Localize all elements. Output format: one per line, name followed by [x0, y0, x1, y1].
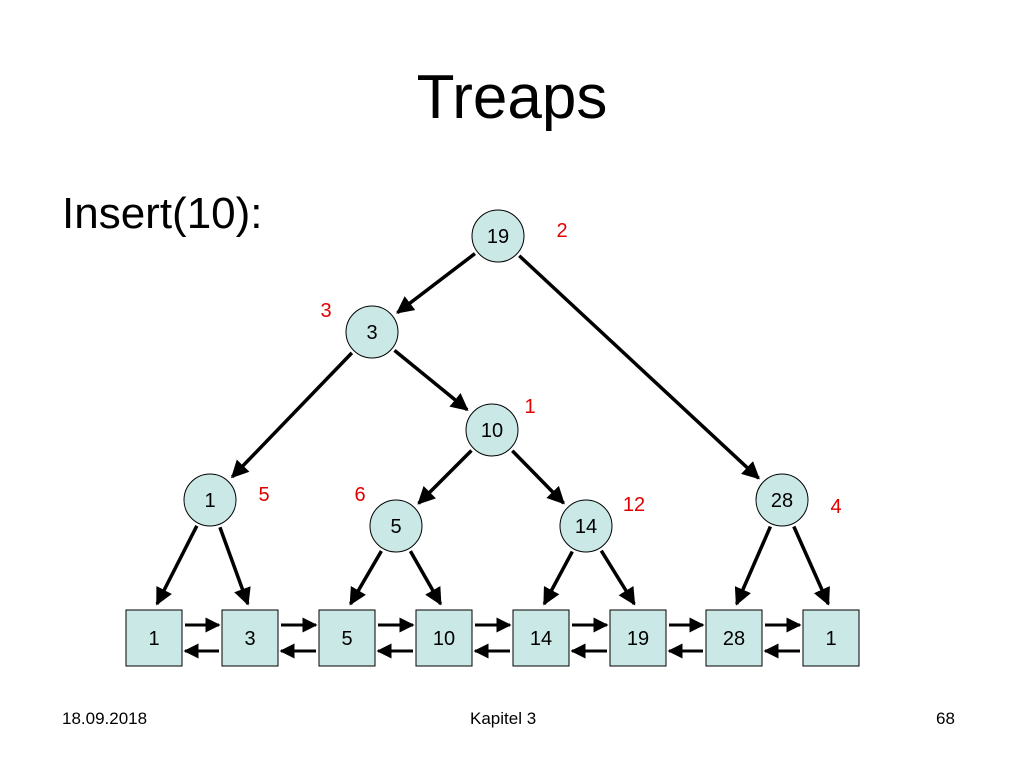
slide-title: Treaps — [416, 63, 608, 132]
leaf-key: 19 — [627, 628, 649, 650]
tree-node-3 — [345, 305, 399, 359]
leaf-key: 1 — [825, 628, 836, 650]
footer-chapter: Kapitel 3 — [470, 709, 537, 728]
node-priority: 12 — [623, 494, 645, 516]
footer-page-number: 68 — [936, 709, 955, 728]
tree-edge-10-5 — [417, 449, 473, 505]
tree-edge-1-leaf1 — [155, 525, 199, 606]
tree-node-key: 5 — [390, 516, 401, 538]
node-layer: 19 2 3 3 10 1 1 5 5 6 14 12 28 4 — [183, 209, 842, 553]
leaf-box-leaf28 — [705, 609, 763, 667]
leaf-key: 10 — [433, 628, 455, 650]
leaf-key: 14 — [530, 628, 552, 650]
leaf-box-leaf10 — [415, 609, 473, 667]
tree-edge-3-10 — [393, 348, 469, 412]
tree-node-1 — [183, 473, 237, 527]
leaf-list-links — [183, 617, 802, 659]
slide-subtitle: Insert(10): — [62, 189, 263, 238]
node-priority: 2 — [556, 220, 567, 242]
tree-node-key: 19 — [487, 226, 509, 248]
node-priority: 4 — [830, 496, 841, 518]
leaf-box-leaf14 — [512, 609, 570, 667]
node-priority: 6 — [354, 484, 365, 506]
tree-node-10 — [465, 403, 519, 457]
tree-edge-14-leaf14 — [542, 550, 574, 606]
tree-edge-28-leaf1b — [792, 525, 830, 606]
tree-edge-5-leaf10 — [408, 550, 443, 606]
leaf-key: 3 — [244, 628, 255, 650]
tree-edge-19-3 — [396, 252, 476, 314]
tree-edge-19-28 — [518, 254, 760, 480]
tree-node-19 — [471, 209, 525, 263]
tree-node-key: 3 — [366, 322, 377, 344]
tree-node-key: 10 — [481, 420, 503, 442]
footer-date: 18.09.2018 — [62, 709, 148, 728]
tree-edge-14-leaf19 — [599, 549, 636, 606]
edge-layer — [155, 252, 830, 606]
node-priority: 5 — [258, 484, 269, 506]
tree-node-5 — [369, 499, 423, 553]
tree-edge-28-leaf28 — [734, 525, 773, 606]
leaf-box-leaf19 — [609, 609, 667, 667]
leaf-box-leaf3 — [221, 609, 279, 667]
tree-edge-1-leaf3 — [218, 526, 251, 606]
tree-edge-3-1 — [230, 351, 354, 479]
tree-node-28 — [755, 473, 809, 527]
leaf-layer: 1 3 5 10 14 19 28 1 — [125, 609, 860, 667]
tree-node-key: 28 — [771, 490, 793, 512]
leaf-box-leaf1b — [802, 609, 860, 667]
tree-node-key: 14 — [575, 516, 597, 538]
tree-node-key: 1 — [204, 490, 215, 512]
node-priority: 1 — [524, 396, 535, 418]
tree-edge-5-leaf5 — [348, 550, 383, 606]
tree-node-14 — [559, 499, 613, 553]
node-priority: 3 — [320, 300, 331, 322]
leaf-key: 5 — [341, 628, 352, 650]
leaf-box-leaf5 — [318, 609, 376, 667]
tree-edge-10-14 — [511, 449, 565, 505]
leaf-key: 1 — [148, 628, 159, 650]
leaf-key: 28 — [723, 628, 745, 650]
leaf-box-leaf1 — [125, 609, 183, 667]
